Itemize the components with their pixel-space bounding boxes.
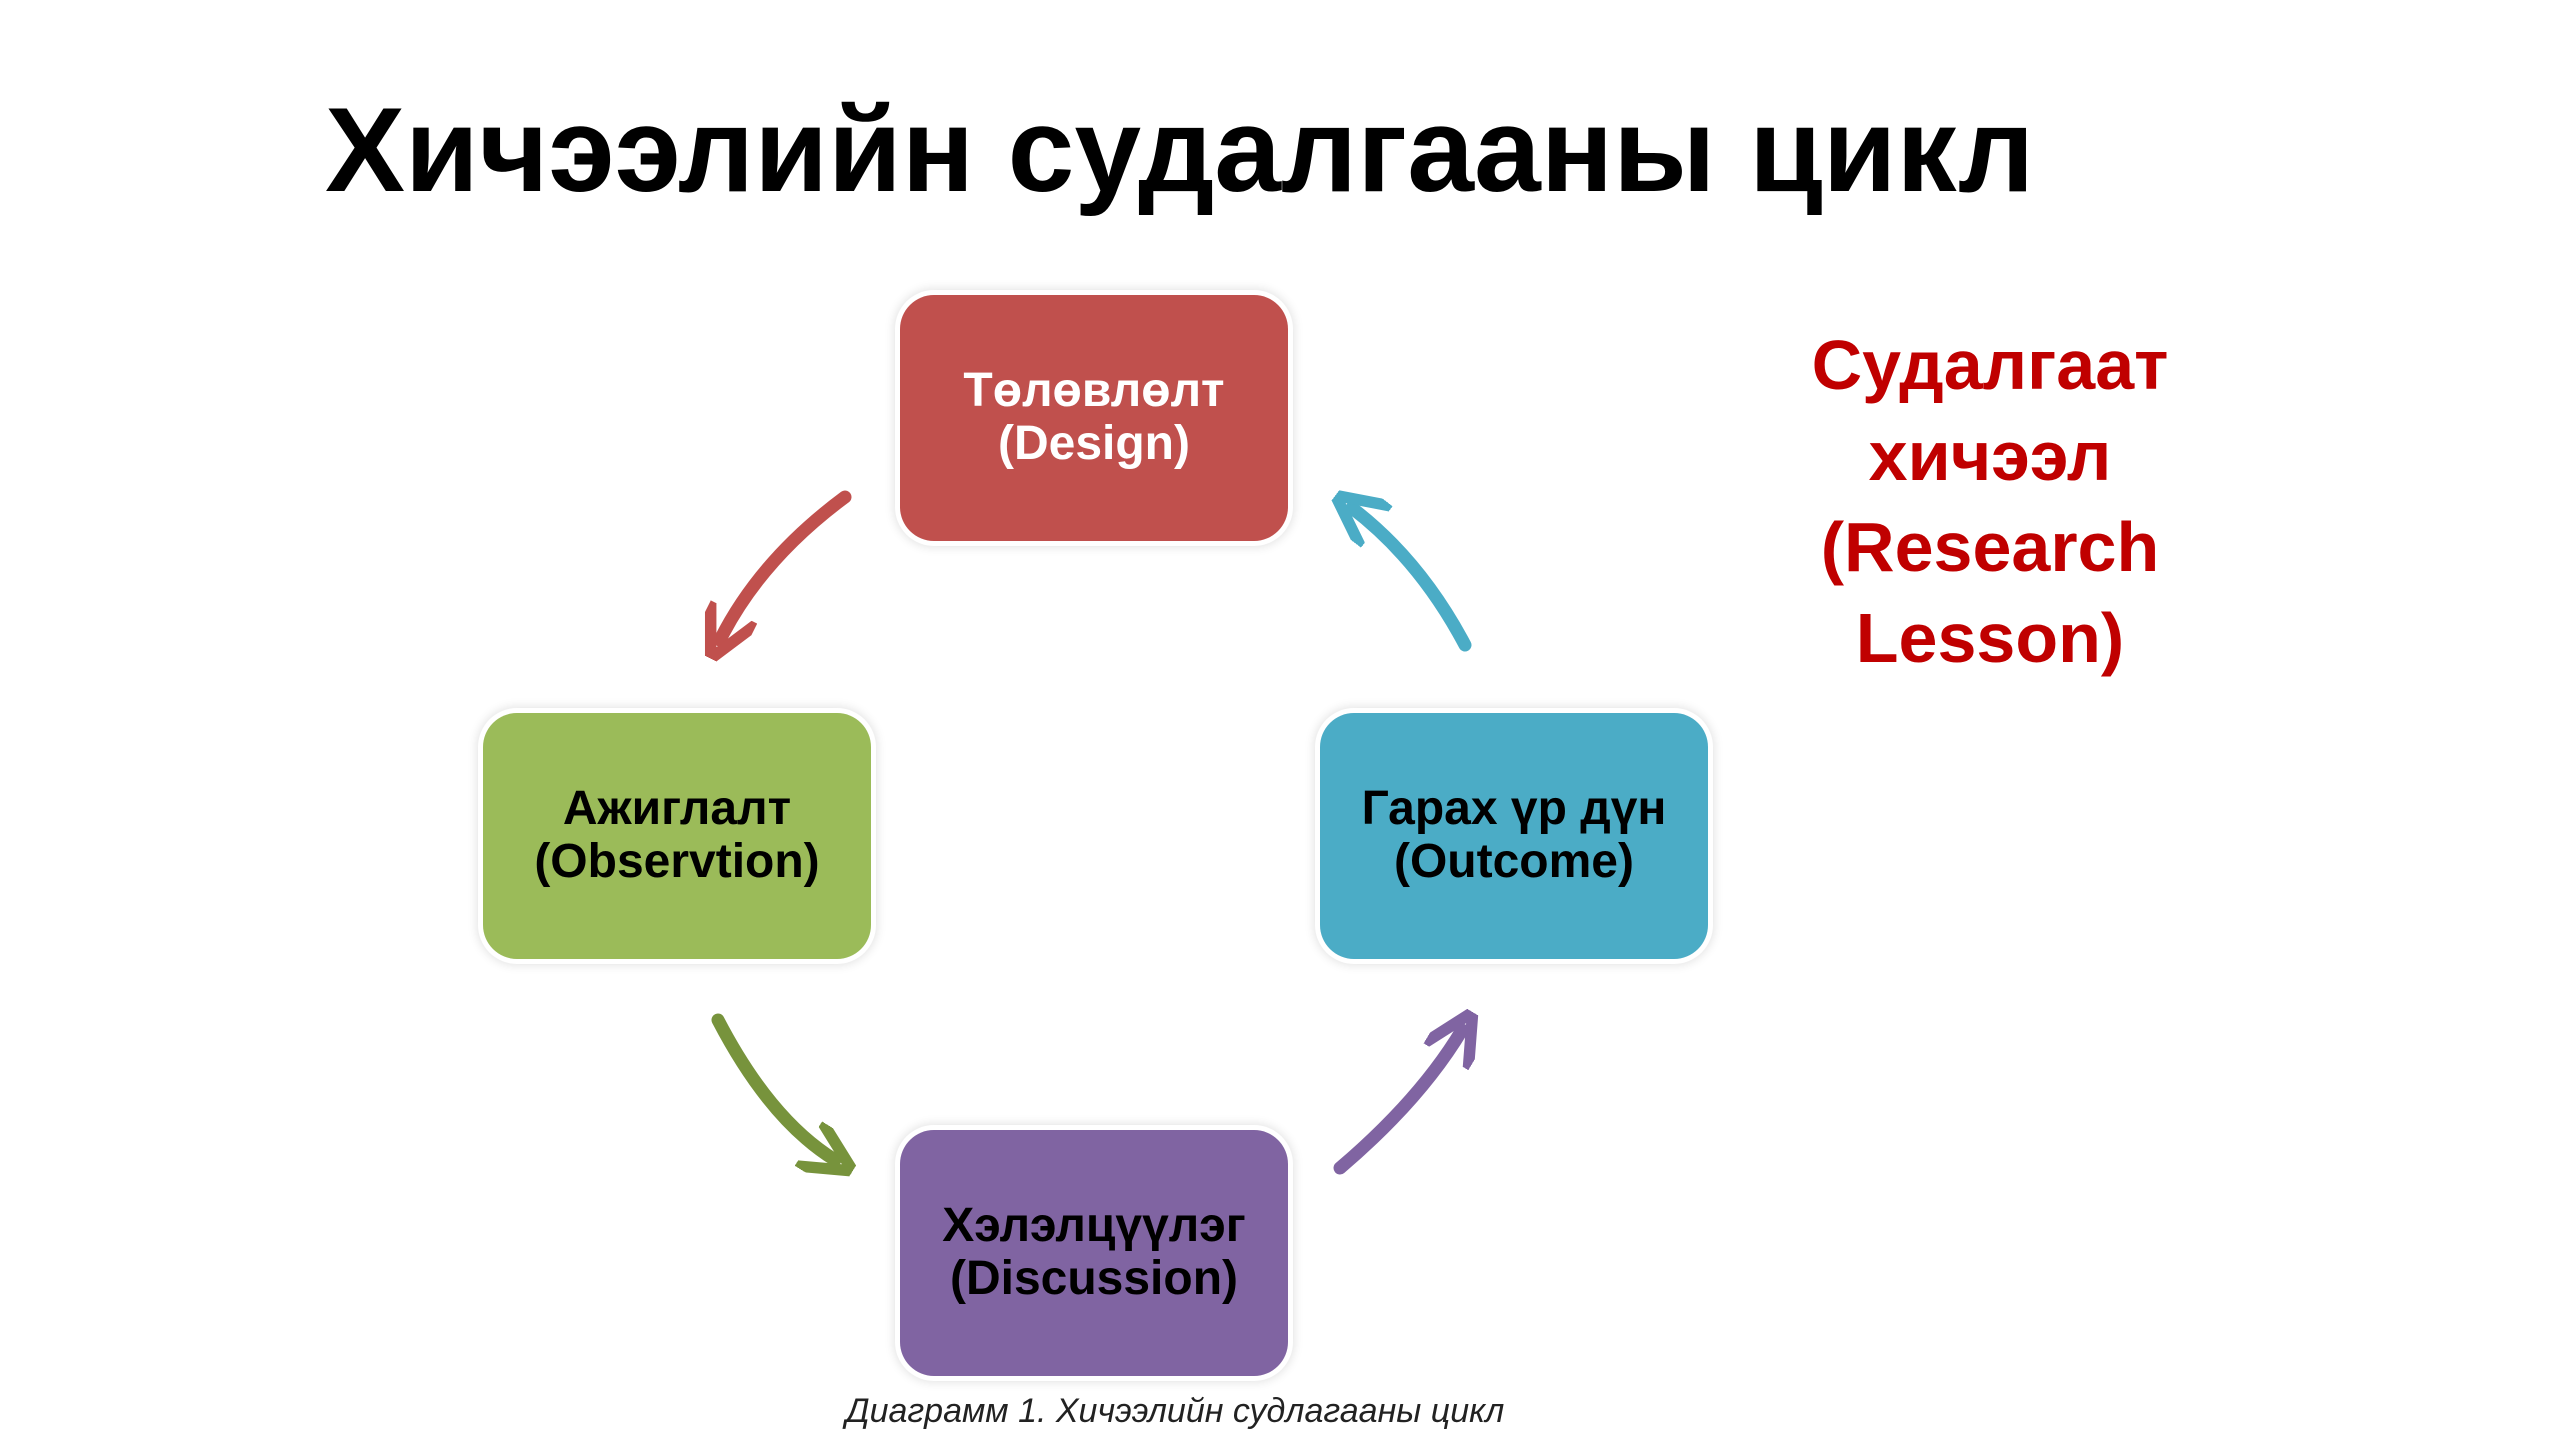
arrow-outcome-to-design (1352, 508, 1472, 652)
discussion-label-en: (Discussion) (949, 1252, 1239, 1305)
cycle-box-outcome: Гарах үр дүн (Outcome) (1320, 713, 1708, 959)
outcome-label-en: (Outcome) (1393, 835, 1634, 888)
research-lesson-line-2: хичээл (1868, 417, 2112, 495)
cycle-box-observation: Ажиглалт (Observtion) (483, 713, 871, 959)
research-lesson-label: Судалгаат хичээл (Research Lesson) (1740, 320, 2240, 684)
diagram-caption-text: Диаграмм 1. Хичээлийн судлагааны цикл (845, 1392, 1505, 1430)
discussion-label: Хэлэлцүүлэг (942, 1199, 1246, 1253)
arrow-discussion-to-outcome (1333, 1030, 1462, 1175)
page-title: Хичээлийн судалгааны цикл (325, 83, 2035, 217)
cycle-box-discussion: Хэлэлцүүлэг (Discussion) (900, 1130, 1288, 1376)
cycle-box-design: Төлөвлөлт (Design) (900, 295, 1288, 541)
observation-label: Ажиглалт (562, 782, 792, 836)
research-lesson-line-3: (Research (1820, 508, 2160, 586)
arrow-observation-to-discussion (711, 1013, 835, 1160)
research-lesson-line-4: Lesson) (1855, 599, 2125, 677)
observation-label-en: (Observtion) (534, 835, 820, 888)
arrow-design-to-observation (720, 490, 852, 640)
research-lesson-line-1: Судалгаат (1811, 326, 2169, 404)
diagram-caption: Диаграмм 1. Хичээлийн судлагааны цикл (0, 1392, 2350, 1431)
outcome-label: Гарах үр дүн (1361, 782, 1667, 836)
design-label: Төлөвлөлт (963, 364, 1225, 418)
design-label-en: (Design) (997, 417, 1190, 470)
